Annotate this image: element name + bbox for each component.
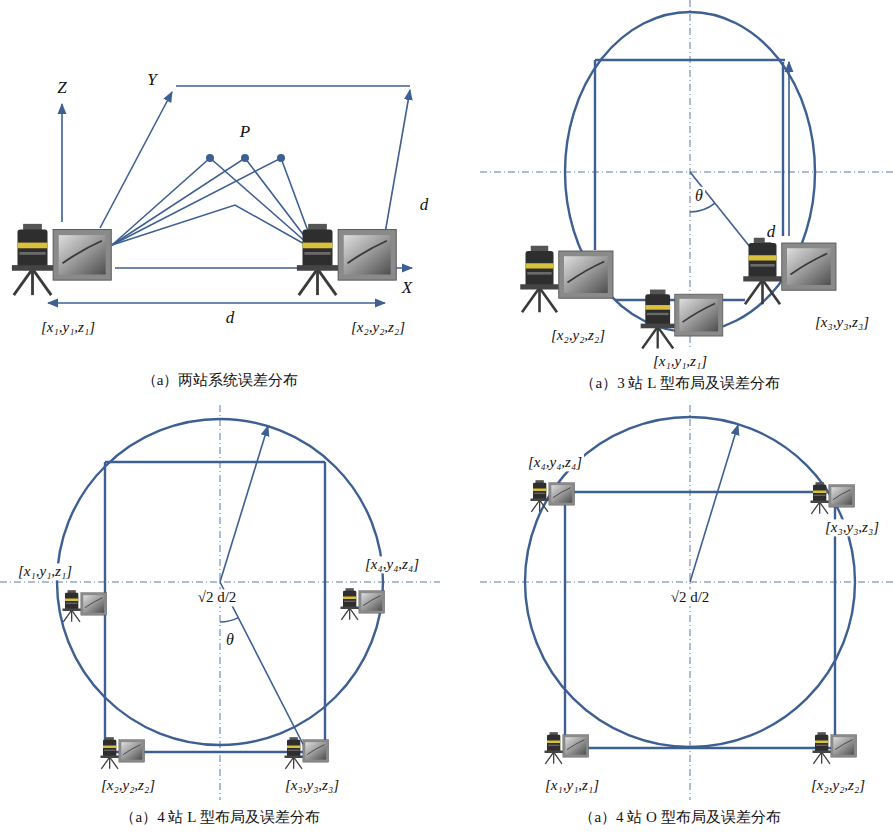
dimension-line	[48, 302, 385, 304]
center-axes	[480, 405, 893, 800]
layout-square	[565, 491, 835, 493]
radius-arrow	[690, 425, 738, 582]
dimension-label: d	[418, 195, 431, 215]
center-axis	[480, 582, 893, 583]
station-icon	[811, 482, 855, 514]
center-axes	[0, 405, 440, 800]
station-icon	[743, 238, 836, 305]
sight-ray	[112, 205, 315, 250]
station-coordinate: [x₁,y₁,z₁]	[651, 353, 709, 370]
error-circle	[525, 417, 855, 747]
radius-label: √2 d/2	[669, 589, 712, 606]
layout-square	[564, 492, 566, 748]
dimension-line	[788, 62, 790, 236]
axis-label: X	[400, 278, 414, 298]
station-icon	[341, 588, 385, 620]
station-coordinate: [x₁,y₁,z₁]	[543, 777, 601, 794]
station-icon	[285, 737, 329, 769]
station-coordinate: [x₁,y₁,z₁]	[39, 319, 97, 336]
axis-label: Y	[145, 70, 158, 90]
center-axes	[480, 0, 893, 350]
station-coordinate: [x₂,y₂,z₂]	[549, 327, 607, 344]
sight-ray	[112, 158, 315, 250]
four-station-o-panel	[525, 417, 855, 748]
station-icon	[545, 732, 589, 764]
point-label: P	[238, 122, 252, 142]
y-axis	[100, 92, 172, 228]
target-point	[206, 154, 214, 162]
layout-square	[324, 462, 326, 740]
radius-line	[220, 582, 305, 748]
three-station-marks	[690, 62, 789, 262]
radius-arrow	[220, 426, 268, 582]
layout-square	[782, 62, 784, 236]
target-point	[277, 154, 285, 162]
radius-label: √2 d/2	[196, 589, 239, 606]
station-icon	[297, 224, 396, 295]
center-axis	[480, 172, 893, 173]
dimension-label: d	[224, 308, 237, 328]
dimension-label: d	[765, 222, 778, 242]
four-station-l-marks	[220, 426, 305, 748]
station-coordinate: [x₃,y₃,z₃]	[823, 519, 881, 536]
station-coordinate: [x₄,y₄,z₄]	[363, 556, 421, 573]
station-coordinate: [x₂,y₂,z₂]	[809, 777, 867, 794]
station-coordinate: [x₂,y₂,z₂]	[99, 777, 157, 794]
figure-caption: （a）4 站 O 型布局及误差分布	[577, 809, 782, 826]
target-point	[241, 154, 249, 162]
z-axis	[61, 104, 63, 222]
angle-label: θ	[224, 631, 236, 649]
layout-square	[595, 59, 785, 61]
sight-ray	[112, 158, 315, 250]
axis-label: Z	[55, 78, 68, 98]
angle-arc	[220, 618, 238, 622]
station-coordinate: [x₂,y₂,z₂]	[349, 319, 407, 336]
sight-ray	[112, 158, 315, 250]
station-icon	[12, 224, 111, 295]
layout-square	[594, 60, 596, 250]
station-icon	[520, 246, 613, 313]
station-coordinate: [x₄,y₄,z₄]	[526, 454, 584, 471]
layout-square	[565, 747, 835, 749]
four-station-l-panel	[57, 419, 383, 752]
station-icon	[813, 732, 857, 764]
station-icon	[531, 480, 575, 512]
station-icon	[63, 590, 107, 622]
station-icon	[641, 290, 723, 349]
target-points	[206, 154, 285, 162]
station-coordinate: [x₃,y₃,z₃]	[813, 314, 871, 331]
figure-caption: （a）3 站 L 型布局及误差分布	[578, 375, 781, 392]
figure-caption: （a）4 站 L 型布局及误差分布	[118, 809, 321, 826]
four-station-o-marks	[690, 425, 738, 582]
station-coordinate: [x₃,y₃,z₃]	[283, 777, 341, 794]
figure-caption: （a）两站系统误差分布	[140, 372, 301, 389]
station-coordinate: [x₁,y₁,z₁]	[16, 563, 74, 580]
station-icon	[101, 737, 145, 769]
layout-square	[105, 461, 325, 463]
angle-label: θ	[693, 187, 705, 205]
frame-line	[176, 85, 410, 87]
